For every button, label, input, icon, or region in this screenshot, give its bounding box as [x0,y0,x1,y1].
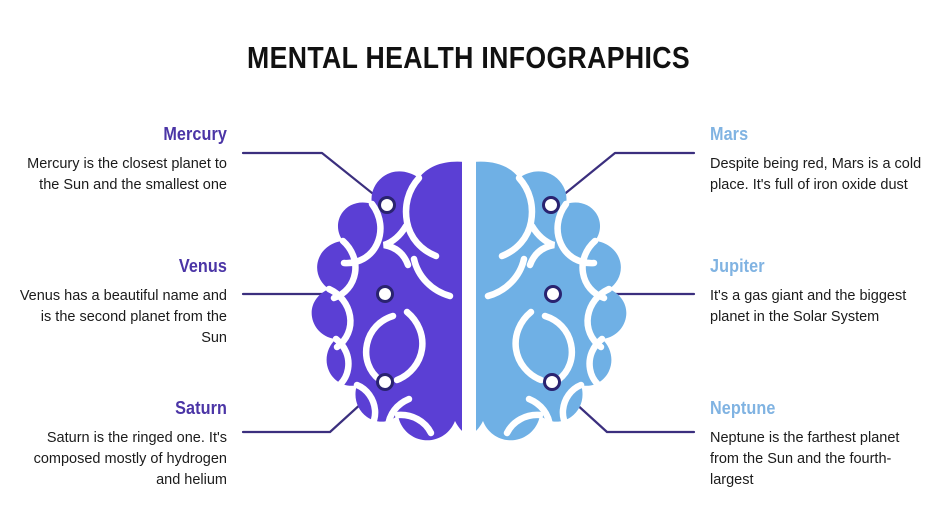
connector-dot-neptune [543,373,561,391]
callout-body-venus: Venus has a beautiful name and is the se… [19,288,227,346]
connector-dot-mercury [378,196,396,214]
callout-title-saturn: Saturn [175,398,227,418]
connector-line-neptune [550,380,696,434]
page-title: MENTAL HEALTH INFOGRAPHICS [247,40,690,75]
callout-saturn[interactable]: Saturn Saturn is the ringed one. It's co… [12,398,227,491]
callout-body-jupiter: It's a gas giant and the biggest planet … [710,288,907,325]
callout-title-mars: Mars [710,124,749,144]
brain-left-hemisphere [311,160,470,441]
connector-dot-saturn [376,373,394,391]
callout-venus[interactable]: Venus Venus has a beautiful name and is … [12,256,227,349]
callout-title-jupiter: Jupiter [710,256,765,276]
connector-lines [241,151,696,434]
callout-body-neptune: Neptune is the farthest planet from the … [710,430,900,488]
brain-right-hemisphere [468,160,627,441]
callout-mars[interactable]: Mars Despite being red, Mars is a cold p… [710,124,925,196]
connector-line-mercury [241,151,389,207]
connector-dot-venus [376,285,394,303]
connector-dot-jupiter [544,285,562,303]
callout-body-mercury: Mercury is the closest planet to the Sun… [27,156,227,193]
callout-mercury[interactable]: Mercury Mercury is the closest planet to… [12,124,227,196]
callout-body-saturn: Saturn is the ringed one. It's composed … [33,430,227,488]
callout-title-neptune: Neptune [710,398,776,418]
callout-body-mars: Despite being red, Mars is a cold place.… [710,156,922,193]
callout-title-mercury: Mercury [163,124,227,144]
callout-jupiter[interactable]: Jupiter It's a gas giant and the biggest… [710,256,925,328]
connector-dots [376,196,562,391]
callout-neptune[interactable]: Neptune Neptune is the farthest planet f… [710,398,925,491]
connector-line-mars [549,151,696,207]
connector-line-saturn [241,380,387,434]
callout-title-venus: Venus [178,256,227,276]
connector-dot-mars [542,196,560,214]
